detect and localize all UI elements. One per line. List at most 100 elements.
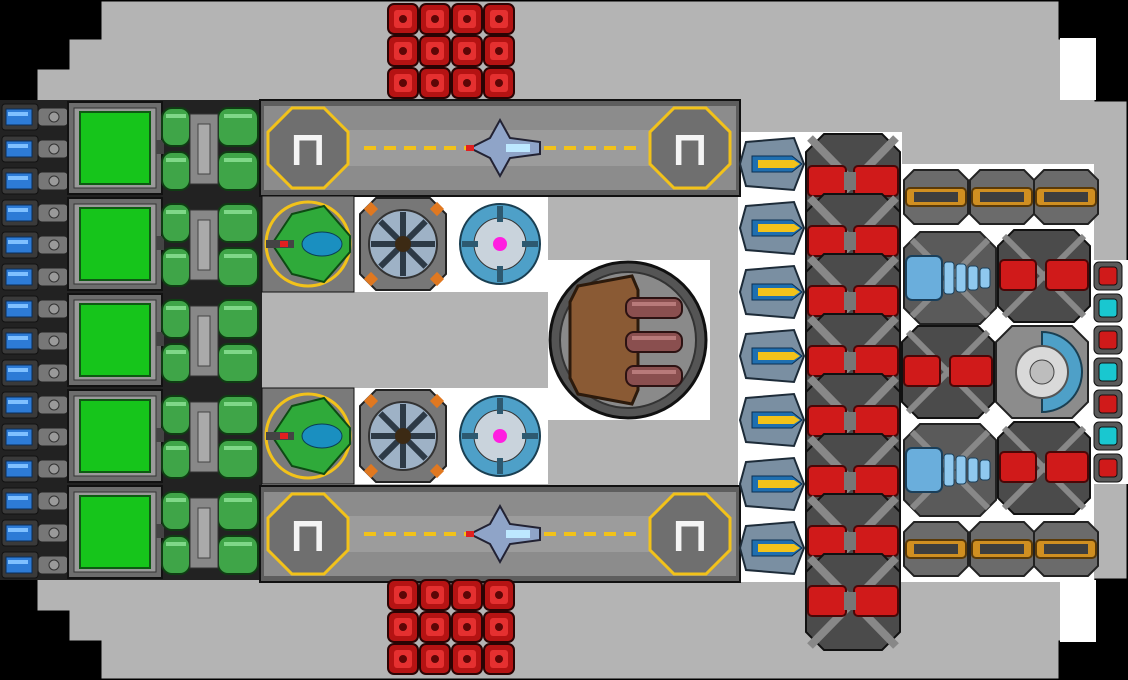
armor-plate-icon: [419, 3, 451, 35]
thruster-icon: [738, 520, 806, 576]
side-light-icon: [1093, 325, 1123, 355]
armor-plate-icon: [483, 611, 515, 643]
runway-stripe: [424, 532, 436, 536]
thruster-icon: [738, 392, 806, 448]
weapon-array: [738, 133, 1123, 651]
battery-cell-icon: [1, 135, 69, 163]
armor-plate-icon: [483, 67, 515, 99]
ion-cannon-icon: [903, 423, 997, 517]
battery-cell-icon: [1, 391, 69, 419]
armor-plate-icon: [387, 35, 419, 67]
pipe-icon: [161, 107, 259, 191]
armor-plate-icon: [451, 3, 483, 35]
side-light-icon: [1093, 261, 1123, 291]
armor-plate-icon: [419, 579, 451, 611]
hangar-pad-icon: ⊓: [648, 492, 732, 576]
hangar-bay: ⊓⊓: [259, 99, 741, 197]
battery-cell-icon: [1, 103, 69, 131]
ion-cannon-icon: [903, 231, 997, 325]
runway-stripe: [584, 146, 596, 150]
armor-plate-icon: [419, 611, 451, 643]
hangar-pad-icon: ⊓: [266, 106, 350, 190]
armor-plate-icon: [387, 579, 419, 611]
rail-gun-icon: [1033, 169, 1099, 225]
armor-block-icon: [901, 325, 995, 419]
runway-stripe: [444, 146, 456, 150]
pipe-icon: [161, 203, 259, 287]
fighter-craft-icon: [261, 195, 355, 293]
runway-stripe: [584, 532, 596, 536]
armor-plate-icon: [451, 579, 483, 611]
runway-stripe: [544, 532, 556, 536]
runway-stripe: [424, 146, 436, 150]
pipe-icon: [161, 395, 259, 479]
fan-core-icon: [359, 389, 447, 483]
armor-plate-icon: [451, 643, 483, 675]
armor-plate-icon: [419, 67, 451, 99]
battery-cell-icon: [1, 199, 69, 227]
side-light-icon: [1093, 421, 1123, 451]
armor-plate-icon: [387, 643, 419, 675]
battery-cell-icon: [1, 423, 69, 451]
reactor-icon: [67, 389, 164, 483]
svg-text:⊓: ⊓: [289, 121, 327, 177]
armor-plate-icon: [483, 643, 515, 675]
left-modules: [1, 101, 259, 579]
svg-text:⊓: ⊓: [289, 507, 327, 563]
runway-stripe: [564, 532, 576, 536]
reactor-icon: [67, 197, 164, 291]
battery-cell-icon: [1, 327, 69, 355]
armor-plate-icon: [451, 67, 483, 99]
runway-stripe: [604, 146, 616, 150]
runway-stripe: [364, 532, 376, 536]
rail-gun-icon: [969, 521, 1035, 577]
svg-text:⊓: ⊓: [671, 121, 709, 177]
rail-gun-icon: [903, 169, 969, 225]
battery-cell-icon: [1, 295, 69, 323]
runway-stripe: [604, 532, 616, 536]
armor-plate-icon: [419, 643, 451, 675]
reactor-icon: [67, 485, 164, 579]
runway-stripe: [384, 532, 396, 536]
thruster-icon: [738, 456, 806, 512]
armor-plate-icon: [451, 35, 483, 67]
battery-cell-icon: [1, 551, 69, 579]
interior-panel: [1060, 580, 1096, 642]
armor-plate-icon: [451, 611, 483, 643]
armor-plate-icon: [483, 3, 515, 35]
center-bay: ⊓⊓⊓⊓: [259, 99, 741, 583]
side-light-icon: [1093, 453, 1123, 483]
runway-stripe: [544, 146, 556, 150]
hangar-pad-icon: ⊓: [266, 492, 350, 576]
fighter-craft-icon: [261, 387, 355, 485]
pipe-icon: [161, 491, 259, 575]
hangar-bay: ⊓⊓: [259, 485, 741, 583]
runway-stripe: [444, 532, 456, 536]
armor-block-icon: [997, 421, 1091, 515]
armor-plate-icon: [387, 611, 419, 643]
fan-core-icon: [359, 197, 447, 291]
barrel: [625, 331, 683, 353]
runway-stripe: [624, 532, 636, 536]
runway-stripe: [564, 146, 576, 150]
runway-stripe: [624, 146, 636, 150]
rail-gun-icon: [969, 169, 1035, 225]
svg-text:⊓: ⊓: [671, 507, 709, 563]
armor-plate-icon: [483, 35, 515, 67]
battery-cell-icon: [1, 167, 69, 195]
armor-block-icon: [997, 229, 1091, 323]
runway-stripe: [404, 146, 416, 150]
turret-icon: [548, 260, 708, 420]
rail-gun-icon: [903, 521, 969, 577]
battery-cell-icon: [1, 455, 69, 483]
battery-cell-icon: [1, 231, 69, 259]
armor-plates: [387, 3, 515, 675]
armor-plate-icon: [387, 3, 419, 35]
side-light-icon: [1093, 293, 1123, 323]
interior-panel: [1060, 38, 1096, 100]
runway-stripe: [364, 146, 376, 150]
thruster-icon: [738, 200, 806, 256]
hangar-pad-icon: ⊓: [648, 106, 732, 190]
